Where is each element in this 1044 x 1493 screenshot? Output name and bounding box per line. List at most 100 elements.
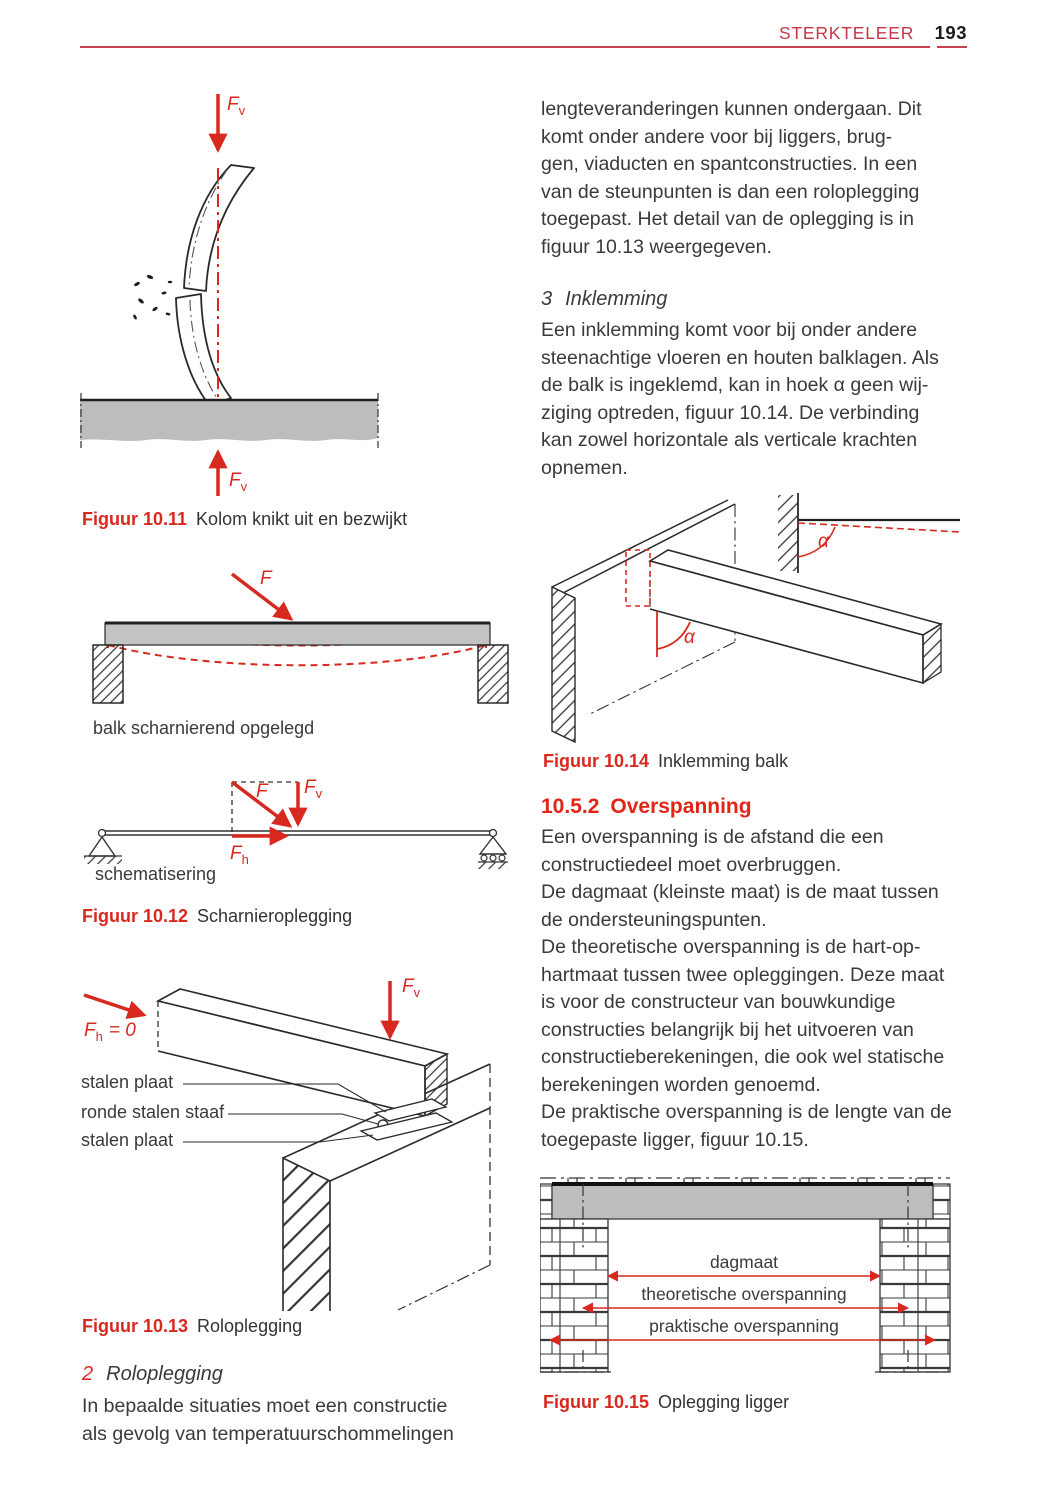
wall-edge-face (551, 585, 576, 744)
ground-slab (80, 400, 378, 441)
text-line: steenachtige vloeren en houten balklagen… (541, 346, 939, 369)
text-line: van de steunpunten is dan een rolopleggi… (541, 180, 920, 203)
dimension-label-theoretische-overspanning: theoretische overspanning (641, 1284, 847, 1304)
leader-line (183, 1134, 374, 1143)
figure-10-12-drawing (84, 572, 509, 869)
wall-top-edge (551, 499, 729, 588)
force-parallelogram (231, 781, 298, 835)
force-label-f: F (260, 568, 272, 589)
text-line: constructieberekeningen, die ook wel sta… (541, 1046, 945, 1068)
upper-steel-plate (373, 1098, 448, 1122)
figure-10-11-drawing (80, 94, 379, 496)
outer-wall-left (540, 1183, 553, 1220)
alpha-label: α (818, 531, 829, 552)
text-line: als gevolg van temperatuurschommelingen (82, 1422, 454, 1445)
text-line: de balk is ingeklemd, kan in hoek α geen… (541, 374, 929, 396)
force-label-fv: Fv (402, 976, 421, 1000)
top-brick-ticks (567, 1178, 926, 1184)
hidden-edge (397, 1264, 491, 1311)
text-line: de ondersteuningspunten. (541, 908, 767, 931)
debris-particles (133, 275, 173, 320)
support-block-right (477, 644, 509, 704)
outer-wall-right (932, 1183, 951, 1220)
paragraph: Een overspanning is de afstand die een co… (541, 824, 952, 1154)
mini-deflection (797, 522, 961, 533)
schematic-note: schematisering (95, 864, 217, 884)
text-line: toegepast. Het detail van de oplegging i… (541, 208, 914, 230)
mini-wall-hatch (778, 495, 798, 571)
column-centerline (188, 169, 228, 288)
section-number: 10.5.2 (541, 795, 600, 818)
text-line: lengteveranderingen kunnen ondergaan. Di… (541, 98, 922, 120)
text-line: Een inklemming komt voor bij onder ander… (541, 319, 918, 341)
leader-line (228, 1113, 379, 1125)
beam-note: balk scharnierend opgelegd (93, 718, 315, 738)
masonry-pier-right (879, 1218, 951, 1373)
text-line: is voor de constructeur van bouwkundige (541, 991, 896, 1013)
paragraph: In bepaalde situaties moet een construct… (82, 1393, 454, 1448)
text-line: komt onder andere voor bij liggers, brug… (541, 125, 893, 148)
force-arrow-f (230, 572, 294, 621)
paragraph: Een inklemming komt voor bij onder ander… (541, 317, 939, 482)
text-line: De praktische overspanning is de lengte … (541, 1101, 952, 1123)
subsection-number: 2 (82, 1363, 94, 1385)
column-lower-piece (175, 293, 232, 407)
subsection-title: Roloplegging (106, 1363, 223, 1385)
force-label-fh: Fh (230, 843, 249, 867)
paragraph: lengteveranderingen kunnen ondergaan. Di… (541, 96, 922, 261)
text-line: figuur 10.13 weergegeven. (541, 235, 772, 258)
force-label-fv-top: Fv (227, 94, 246, 118)
force-label-fh-zero: Fh= 0 (84, 1020, 136, 1044)
page-header: STERKTELEER 193 (540, 22, 967, 44)
text-line: Een overspanning is de afstand die een (541, 826, 884, 848)
column-centerline (189, 299, 222, 405)
subsection-number: 3 (541, 288, 553, 310)
text-line: opnemen. (541, 456, 628, 479)
column-upper-piece (183, 164, 255, 292)
text-line: constructies belangrijk bij het uitvoere… (541, 1018, 914, 1041)
beam-end-face (922, 622, 942, 685)
part-label-steel-plate: stalen plaat (81, 1130, 174, 1150)
lower-steel-plate (359, 1112, 454, 1141)
beam (104, 622, 491, 646)
section-title: STERKTELEER (778, 23, 915, 43)
part-label-steel-plate: stalen plaat (81, 1072, 174, 1092)
text-line: De dagmaat (kleinste maat) is de maat tu… (541, 881, 939, 903)
figure-10-13-drawing (83, 981, 491, 1311)
embedded-end-outline (625, 549, 651, 607)
leader-line (183, 1083, 387, 1113)
text-line: In bepaalde situaties moet een construct… (82, 1395, 448, 1417)
angle-arc (656, 621, 691, 650)
subsection-2-roloplegging: 2 Roloplegging (82, 1363, 223, 1386)
alpha-label: α (684, 627, 695, 648)
section-centerline (587, 641, 736, 716)
text-line: De theoretische overspanning is de hart-… (541, 936, 921, 958)
text-line: ziging optreden, figuur 10.14. De verbin… (541, 401, 920, 424)
lintel-beam (551, 1183, 934, 1220)
text-line: hartmaat tussen twee opleggingen. Deze m… (541, 963, 945, 986)
force-label-f: F (256, 781, 268, 802)
dimension-label-praktische-overspanning: praktische overspanning (649, 1316, 839, 1336)
force-label-fv: Fv (304, 777, 323, 801)
pin-support (87, 835, 117, 857)
force-label-fv-bottom: Fv (229, 470, 248, 494)
text-line: kan zowel horizontale als verticale krac… (541, 429, 918, 451)
wall-front-face (282, 1156, 331, 1311)
masonry-pier-left (540, 1218, 609, 1373)
dimension-label-dagmaat: dagmaat (709, 1252, 779, 1272)
text-line: constructiedeel moet overbruggen. (541, 853, 842, 876)
force-arrow-fh (83, 993, 147, 1019)
roller-support (478, 835, 508, 855)
deflection-curve (107, 644, 487, 667)
subsection-title: Inklemming (565, 288, 668, 310)
text-line: gen, viaducten en spantconstructies. In … (541, 153, 918, 175)
part-label-round-bar: ronde stalen staaf (81, 1102, 225, 1122)
text-line: toegepaste ligger, figuur 10.15. (541, 1128, 809, 1151)
text-line: berekeningen worden genoemd. (541, 1073, 821, 1096)
